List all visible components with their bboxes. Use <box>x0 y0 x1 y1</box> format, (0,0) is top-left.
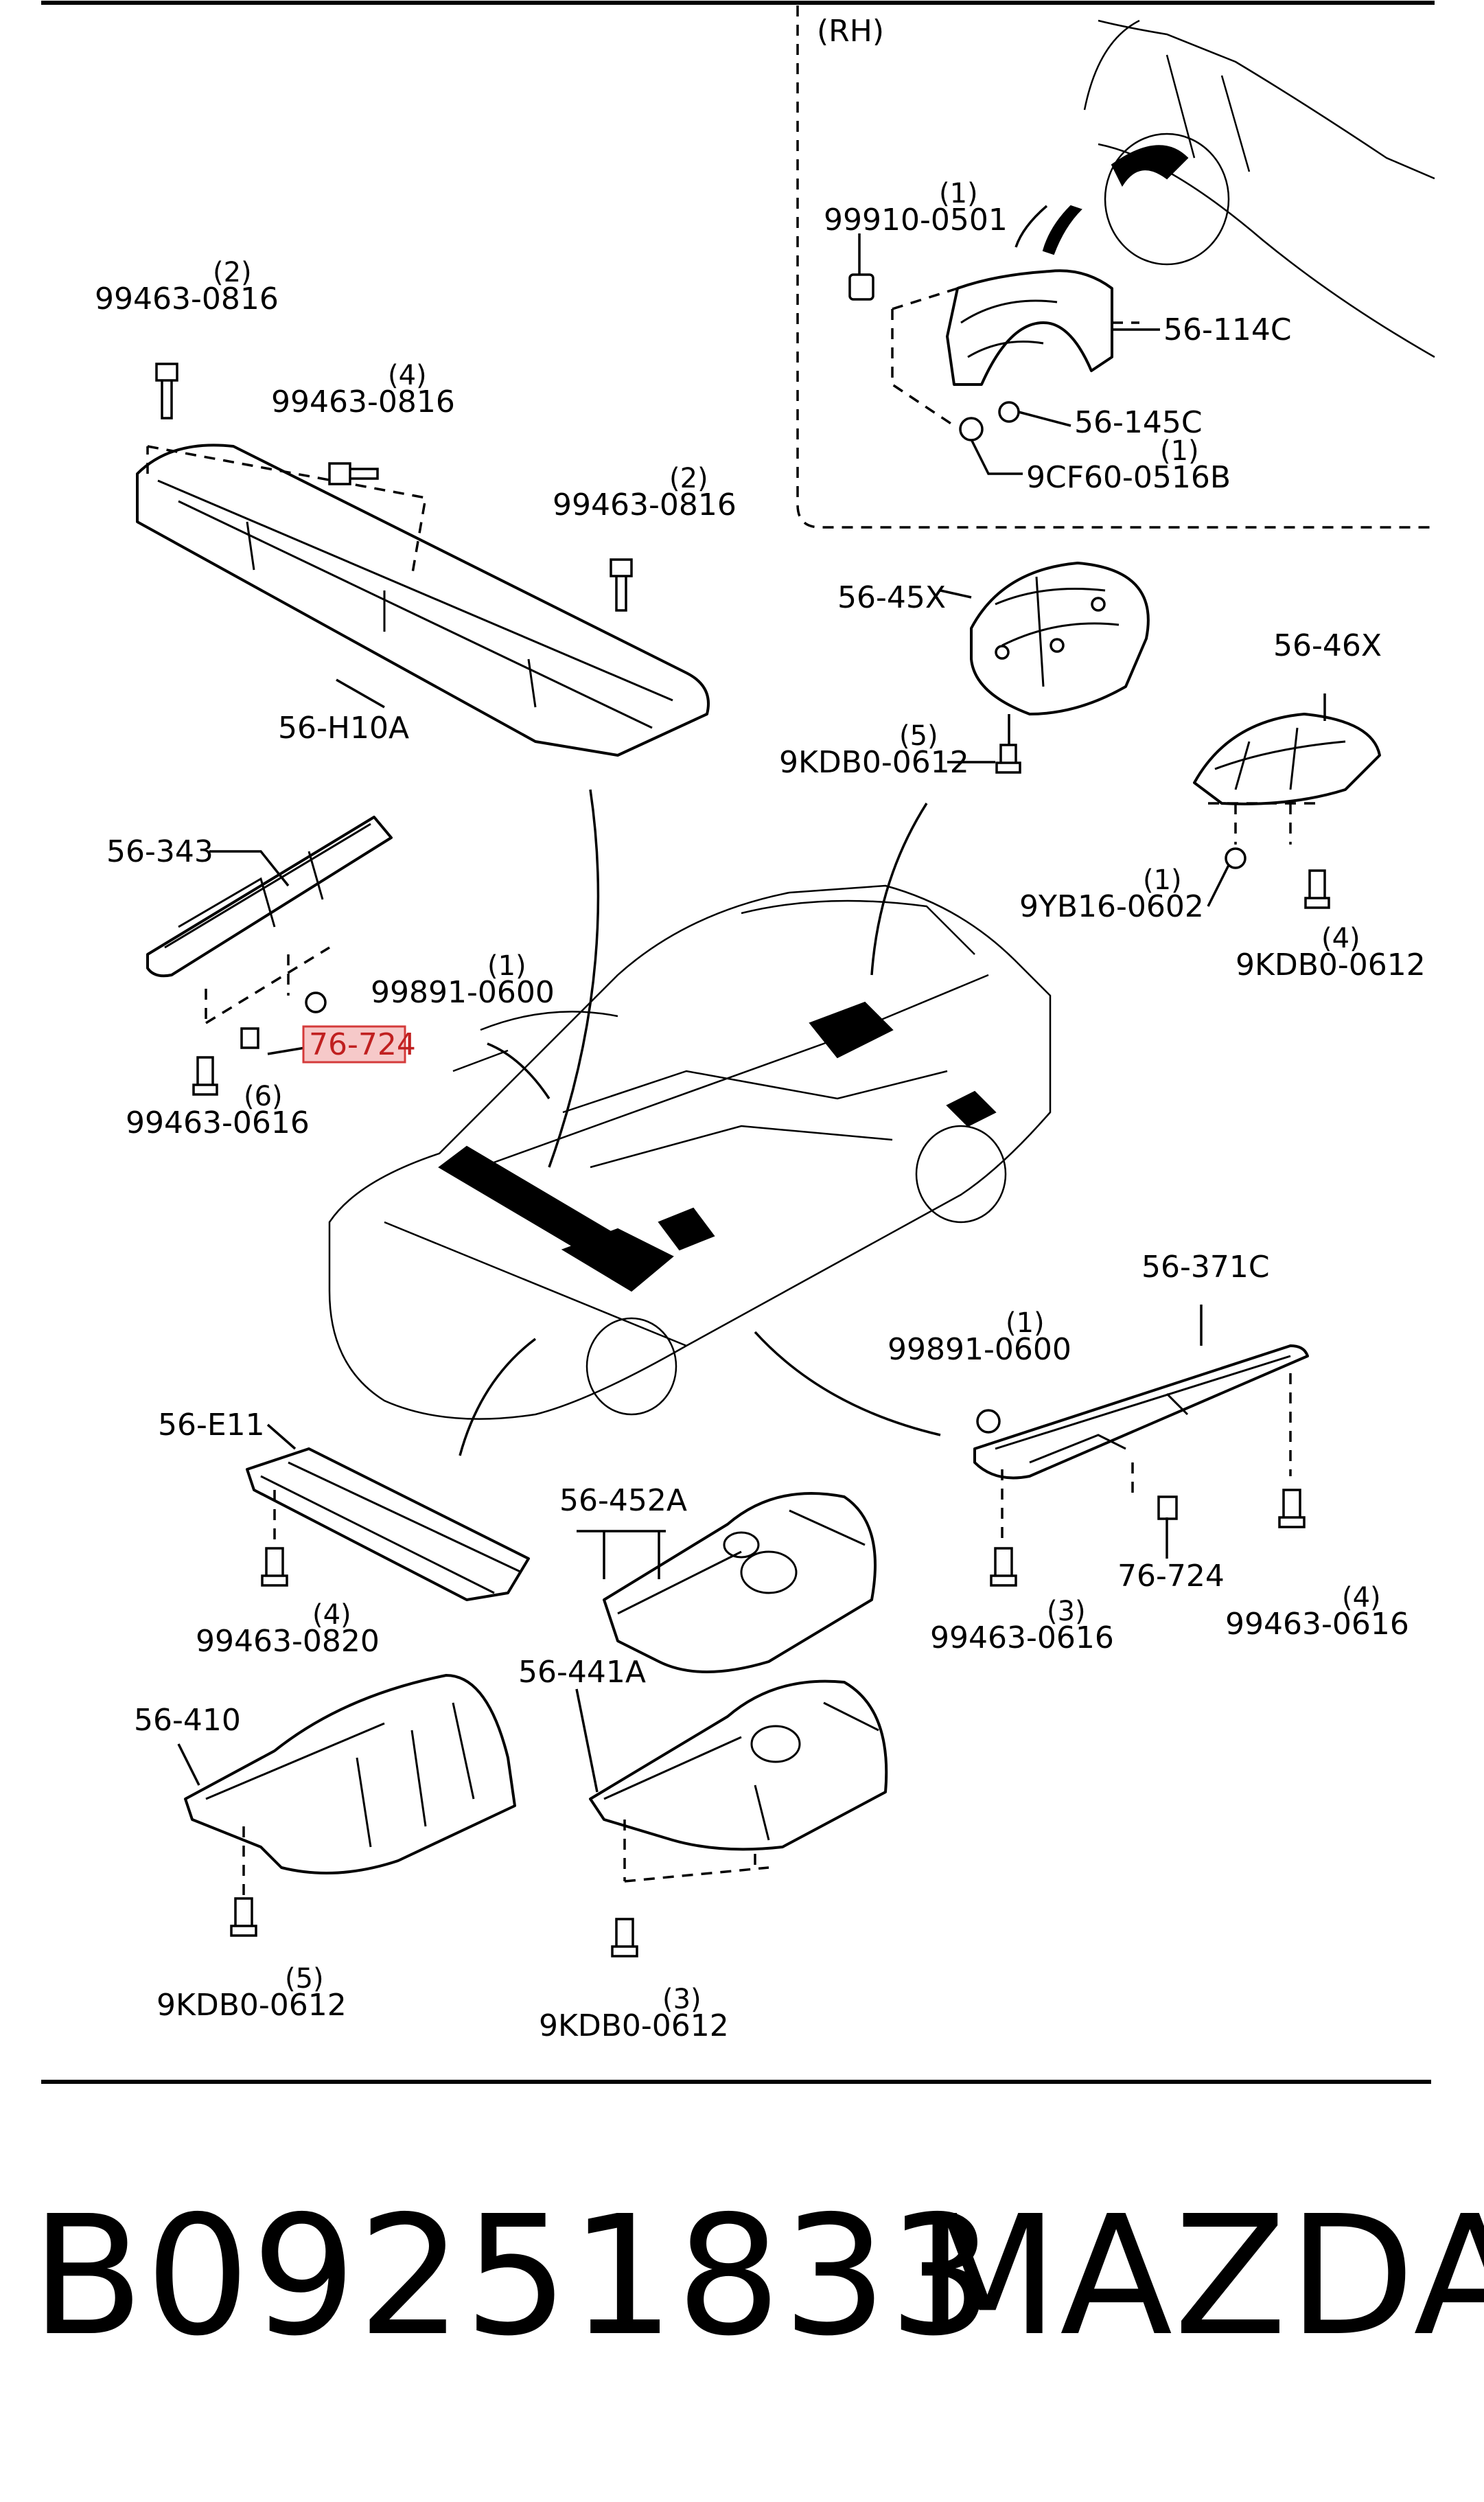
code-56-H10A: 56-H10A <box>278 711 409 746</box>
part-56-E11 <box>246 1447 530 1601</box>
part-56-46X <box>1193 713 1381 909</box>
code-56-46X: 56-46X <box>1273 628 1382 663</box>
qty-9KDB0-0612-b: (4) <box>1321 923 1360 954</box>
qty-99910-0501: (1) <box>939 178 978 209</box>
qty-99463-0816-c: (2) <box>669 463 708 494</box>
code-99463-0816-a: 99463-0816 <box>95 282 279 317</box>
qty-9CF60-0516B: (1) <box>1160 435 1199 467</box>
code-9KDB0-0612-c: 9KDB0-0612 <box>156 1988 347 2023</box>
footer-brand: MAZDA <box>916 2180 1484 2372</box>
part-56-45X <box>970 562 1150 774</box>
code-99463-0816-b: 99463-0816 <box>271 385 455 420</box>
code-99463-0616-a: 99463-0616 <box>126 1105 310 1140</box>
code-99463-0616-b: 99463-0616 <box>930 1620 1114 1655</box>
part-56-343 <box>146 816 393 1096</box>
rh-inset: (RH) <box>796 5 1435 529</box>
part-56-441A <box>589 1679 888 1958</box>
code-56-343: 56-343 <box>106 834 213 869</box>
code-9KDB0-0612-b: 9KDB0-0612 <box>1236 948 1426 983</box>
code-56-441A: 56-441A <box>518 1655 646 1690</box>
code-56-452A: 56-452A <box>559 1483 687 1518</box>
code-56-371C: 56-371C <box>1141 1250 1270 1285</box>
qty-99463-0816-a: (2) <box>213 257 252 288</box>
code-99463-0816-c: 99463-0816 <box>553 487 737 523</box>
code-9KDB0-0612-d: 9KDB0-0612 <box>539 2008 729 2043</box>
code-9YB16-0602: 9YB16-0602 <box>1019 889 1204 924</box>
qty-9KDB0-0612-c: (5) <box>285 1963 324 1995</box>
code-56-E11: 56-E11 <box>158 1408 265 1443</box>
code-56-114C: 56-114C <box>1163 312 1292 347</box>
qty-99463-0616-b: (3) <box>1047 1596 1086 1627</box>
part-56-H10A <box>136 363 710 757</box>
vehicle-outline <box>328 205 1052 1456</box>
code-9CF60-0516B: 9CF60-0516B <box>1026 460 1231 495</box>
part-56-452A <box>603 1492 877 1673</box>
bolt-9CF60-0516B <box>959 417 1023 475</box>
part-labels: (2) 99463-0816 (4) 99463-0816 (2) 99463-… <box>95 178 1426 2043</box>
highlight-76-724 <box>302 1025 406 1064</box>
part-56-410 <box>184 1674 516 1937</box>
qty-99463-0616-a: (6) <box>244 1081 283 1112</box>
code-56-145C: 56-145C <box>1074 405 1203 440</box>
qty-99463-0820: (4) <box>312 1599 351 1631</box>
qty-99891-0600-b: (1) <box>1006 1307 1045 1339</box>
qty-9KDB0-0612-a: (5) <box>899 720 938 752</box>
footer-part-number: B09251833 <box>31 2180 995 2372</box>
rh-label: (RH) <box>817 14 884 49</box>
qty-9KDB0-0612-d: (3) <box>662 1984 702 2015</box>
code-56-410: 56-410 <box>134 1703 241 1738</box>
qty-99463-0616-c: (4) <box>1342 1582 1381 1614</box>
leader-lines <box>177 589 1326 1793</box>
qty-9YB16-0602: (1) <box>1143 864 1182 896</box>
clip-56-145C <box>998 401 1071 427</box>
qty-99891-0600-a: (1) <box>487 950 526 982</box>
part-56-371C <box>973 1344 1309 1587</box>
code-76-724-b: 76-724 <box>1117 1559 1225 1594</box>
code-99463-0820: 99463-0820 <box>196 1624 380 1659</box>
code-99910-0501: 99910-0501 <box>824 203 1008 238</box>
code-99891-0600-b: 99891-0600 <box>888 1332 1071 1367</box>
code-99463-0616-c: 99463-0616 <box>1225 1607 1409 1642</box>
qty-99463-0816-b: (4) <box>388 360 427 391</box>
clip-99910-0501 <box>848 233 874 301</box>
mudguard-56-114C <box>946 269 1113 386</box>
code-56-45X: 56-45X <box>837 580 946 615</box>
code-99891-0600-a: 99891-0600 <box>371 975 555 1010</box>
code-9KDB0-0612-a: 9KDB0-0612 <box>779 745 969 780</box>
code-76-724-a: 76-724 <box>309 1027 416 1062</box>
